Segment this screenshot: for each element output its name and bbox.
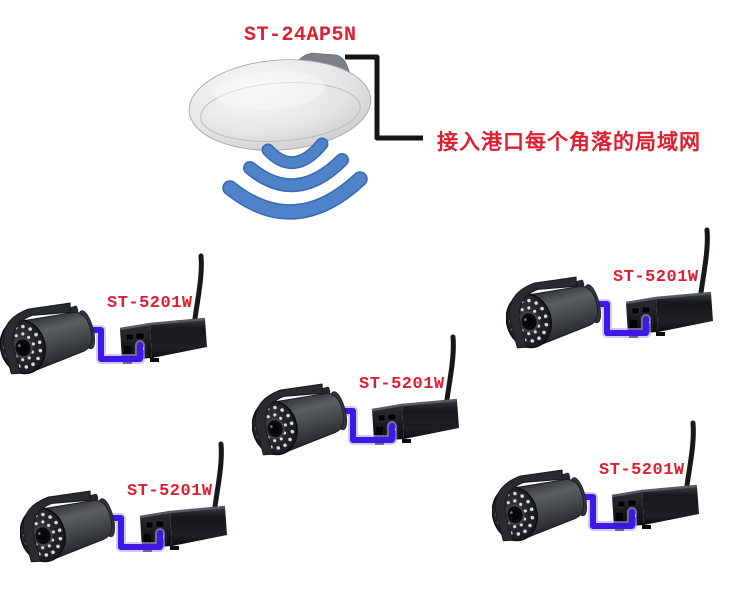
camera-unit-bottom-left: ST-5201W <box>20 436 235 566</box>
lan-cable <box>345 54 423 141</box>
camera-unit-center: ST-5201W <box>252 329 467 459</box>
unit-model-label: ST-5201W <box>599 461 685 480</box>
camera-unit-bottom-right: ST-5201W <box>492 415 707 545</box>
wifi-wave-1 <box>263 139 327 168</box>
ap-model-label: ST-24AP5N <box>244 24 357 47</box>
unit-model-label: ST-5201W <box>613 268 699 287</box>
wifi-waves-icon <box>222 137 368 220</box>
camera-unit-right-middle: ST-5201W <box>506 222 721 352</box>
unit-model-label: ST-5201W <box>127 482 213 501</box>
wifi-wave-3 <box>223 172 367 219</box>
wifi-wave-2 <box>244 154 348 191</box>
camera-unit-left-middle: ST-5201W <box>0 248 215 378</box>
camera-unit-art <box>506 222 721 352</box>
unit-model-label: ST-5201W <box>359 375 445 394</box>
unit-model-label: ST-5201W <box>107 294 193 313</box>
camera-unit-art <box>20 436 235 566</box>
camera-unit-art <box>492 415 707 545</box>
lan-note-label: 接入港口每个角落的局域网 <box>437 131 701 154</box>
camera-unit-art <box>252 329 467 459</box>
ap-dome <box>188 59 372 151</box>
camera-unit-art <box>0 248 215 378</box>
access-point-figure <box>188 52 372 220</box>
